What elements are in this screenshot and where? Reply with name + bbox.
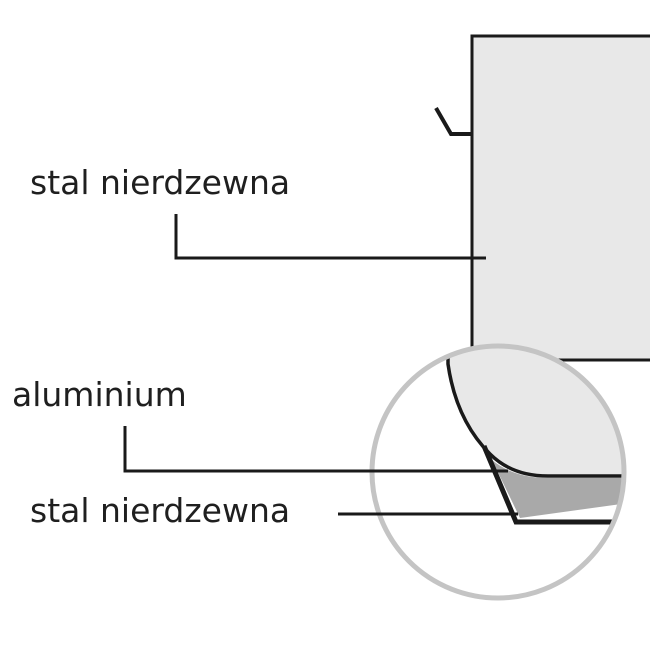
label-aluminium: aluminium	[12, 375, 187, 414]
label-stainless-steel-top: stal nierdzewna	[30, 163, 290, 202]
leader-line-top	[174, 214, 486, 260]
leader-line-middle	[123, 426, 508, 473]
label-stainless-steel-bottom: stal nierdzewna	[30, 491, 290, 530]
pot-wall-outline	[446, 346, 624, 478]
pot-handle	[434, 107, 472, 136]
aluminium-layer	[492, 460, 624, 518]
magnifier-detail	[369, 343, 627, 601]
pot-body	[470, 34, 650, 362]
